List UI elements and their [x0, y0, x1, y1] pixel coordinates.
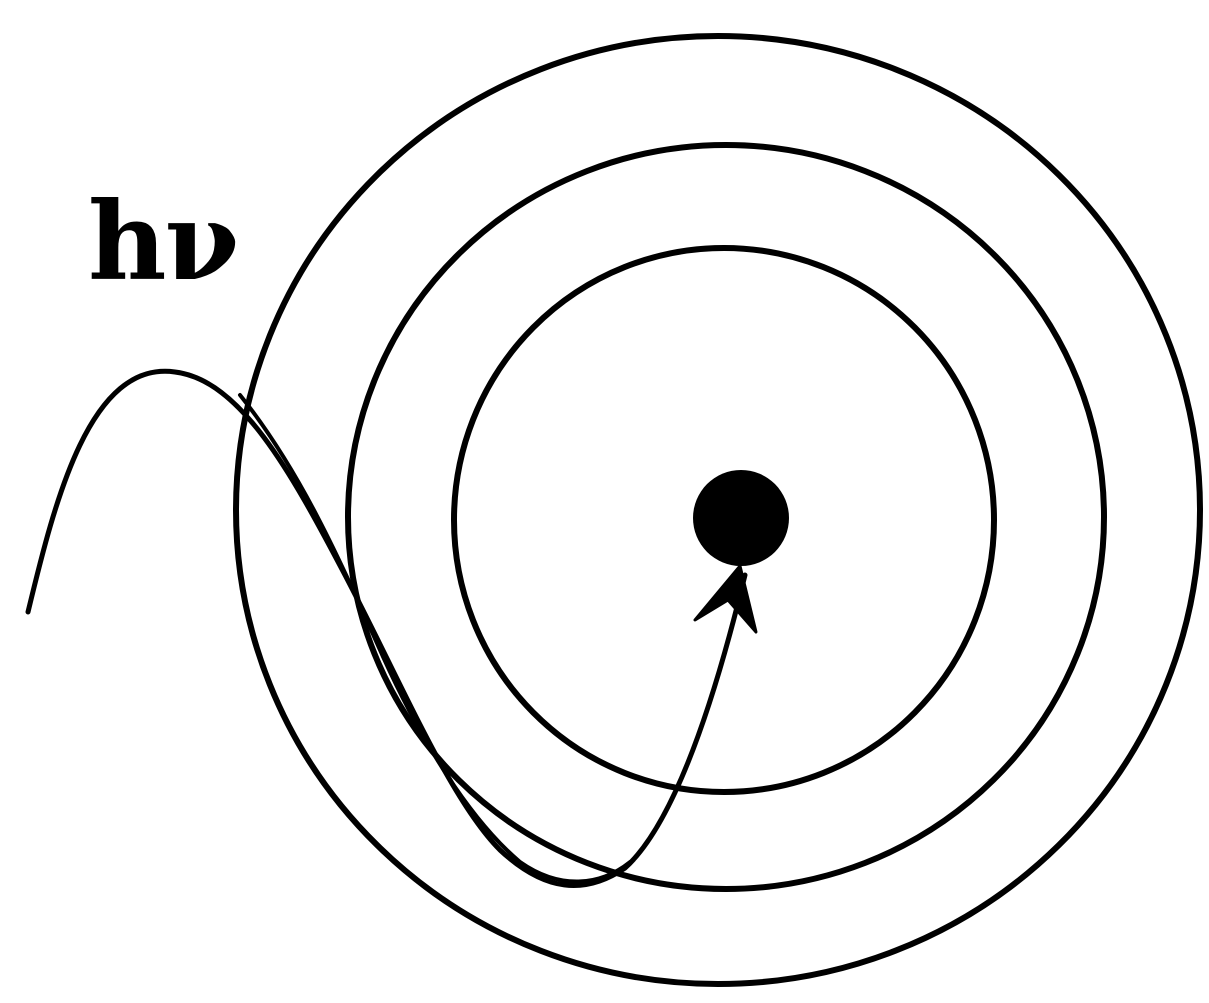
photon-label: hν	[88, 188, 237, 296]
electron-path	[240, 395, 630, 882]
photon-wave	[28, 371, 745, 885]
nucleus	[693, 470, 789, 566]
